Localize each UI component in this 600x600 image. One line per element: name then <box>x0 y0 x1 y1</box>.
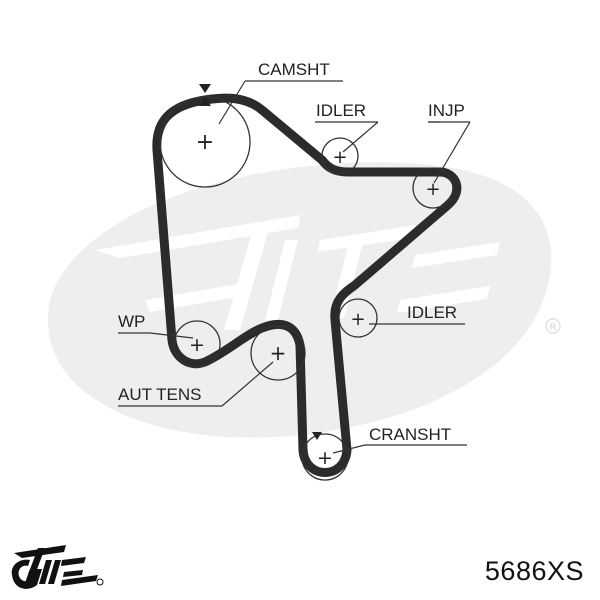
leader-lines <box>118 80 471 454</box>
label-injection-pump: INJP <box>428 101 465 120</box>
svg-text:+: + <box>332 147 347 168</box>
water-pump-pulley: + <box>173 320 221 368</box>
svg-text:+: + <box>196 130 214 155</box>
gates-watermark: R <box>47 162 561 438</box>
label-camshaft: CAMSHT <box>258 60 330 79</box>
svg-text:+: + <box>425 179 440 200</box>
label-crankshaft: CRANSHT <box>369 425 451 444</box>
label-idler-right: IDLER <box>407 303 457 322</box>
svg-text:+: + <box>189 334 205 356</box>
injection-pump-pulley: + <box>412 167 454 209</box>
svg-text:+: + <box>270 341 287 365</box>
timing-belt <box>152 93 462 477</box>
label-idler-top: IDLER <box>316 101 366 120</box>
auto-tensioner-pulley: + <box>250 325 306 381</box>
label-auto-tensioner: AUT TENS <box>118 385 201 404</box>
crankshaft-pulley: + <box>301 433 349 481</box>
part-number: 5686XS <box>484 556 584 586</box>
svg-text:+: + <box>317 447 333 469</box>
crank-timing-mark-icon <box>312 432 322 440</box>
svg-text:R: R <box>550 322 557 332</box>
label-water-pump: WP <box>118 312 145 331</box>
camshaft-pulley: + <box>159 96 251 188</box>
timing-mark-icon <box>199 84 211 106</box>
gates-logo <box>11 545 104 589</box>
idler-pulley-right: + <box>338 298 378 338</box>
svg-text:+: + <box>350 309 365 330</box>
idler-pulley-top: + <box>321 137 359 175</box>
